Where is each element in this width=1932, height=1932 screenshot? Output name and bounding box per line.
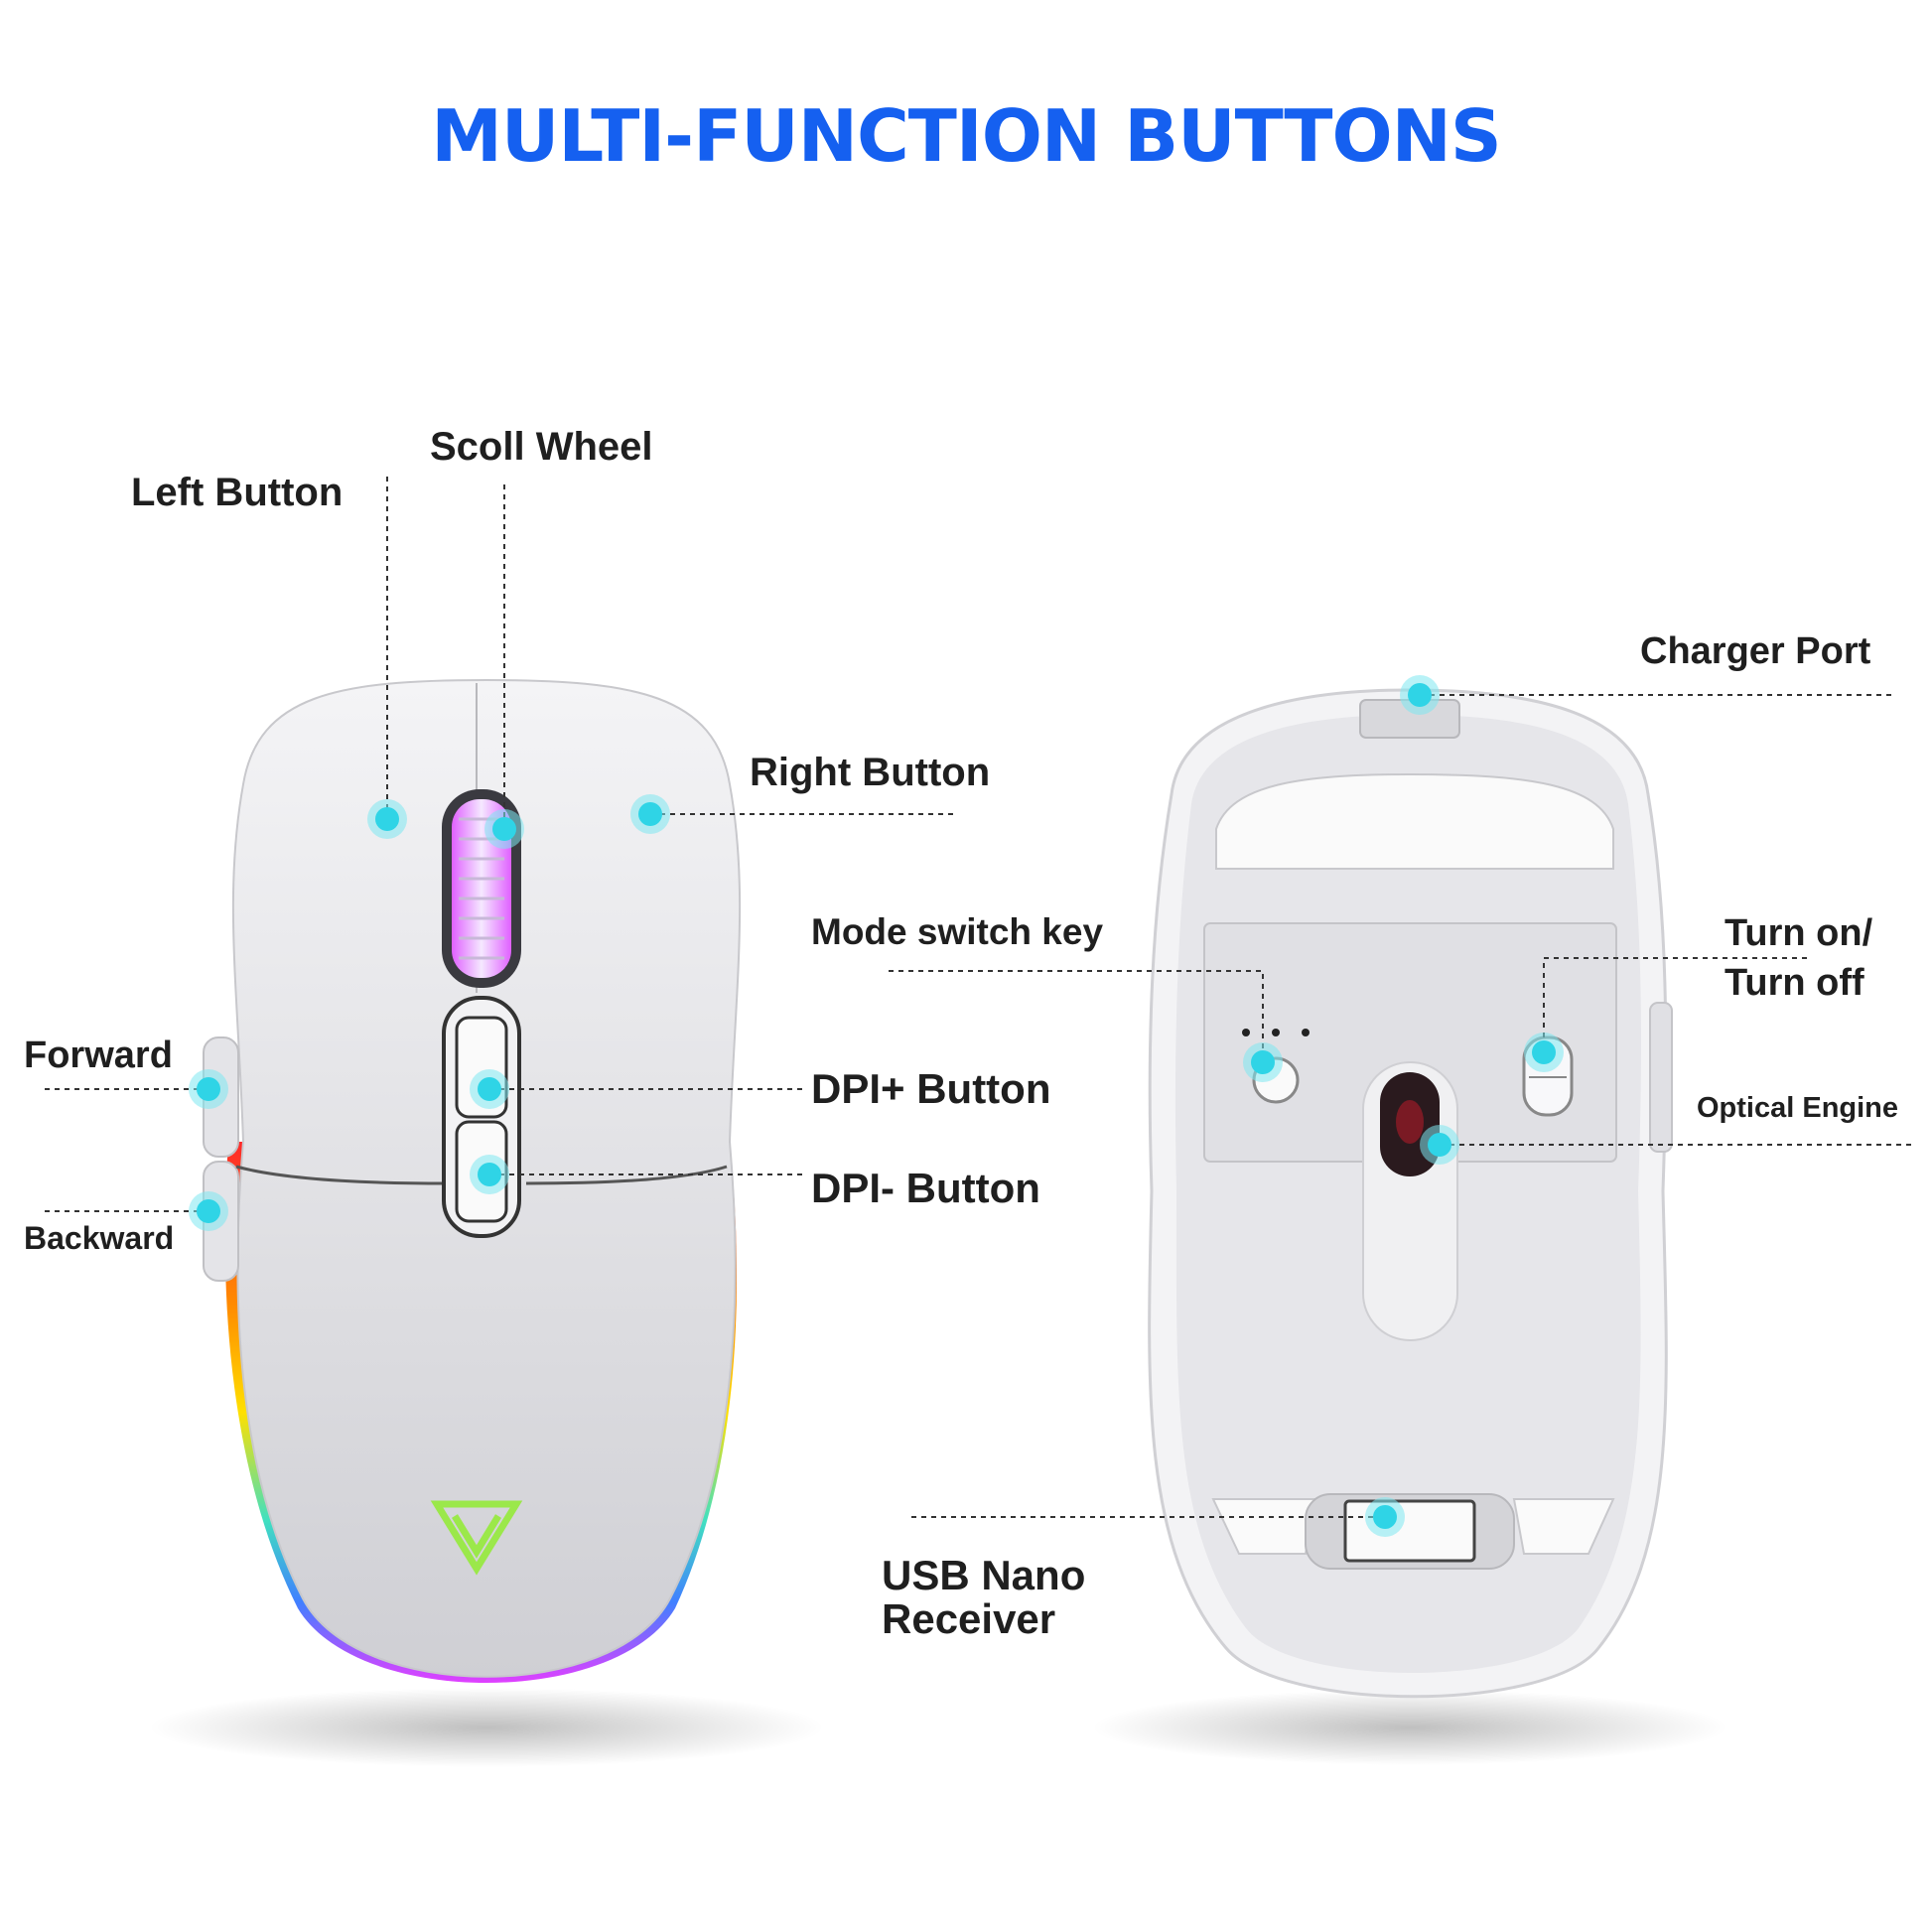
marker-dot-icon — [484, 809, 524, 849]
usb-nano-receiver — [1343, 1499, 1476, 1563]
label-mode-switch-key: Mode switch key — [811, 911, 1104, 952]
label-turn-off: Turn off — [1725, 962, 1864, 1004]
marker-dot-icon — [1400, 675, 1440, 715]
marker-dot-icon — [1365, 1497, 1405, 1537]
label-left-button: Left Button — [131, 471, 344, 514]
label-optical-engine: Optical Engine — [1697, 1092, 1899, 1124]
marker-dot-icon — [1420, 1125, 1459, 1165]
mouse-top-view — [149, 678, 824, 1767]
label-forward: Forward — [24, 1035, 173, 1076]
marker-dot-icon — [367, 799, 407, 839]
label-scroll-wheel: Scoll Wheel — [430, 425, 653, 469]
marker-dots — [189, 675, 1564, 1537]
leader-lines — [45, 477, 1911, 1518]
marker-dot-icon — [189, 1069, 228, 1109]
label-turn-on: Turn on/ — [1725, 912, 1873, 954]
page-title: MULTI-FUNCTION BUTTONS — [431, 94, 1502, 178]
label-backward: Backward — [24, 1220, 175, 1256]
marker-dot-icon — [470, 1069, 509, 1109]
marker-dot-icon — [189, 1191, 228, 1231]
marker-dot-icon — [470, 1155, 509, 1194]
marker-dot-icon — [1524, 1033, 1564, 1072]
brand-logo-icon — [430, 1500, 523, 1576]
marker-dot-icon — [630, 794, 670, 834]
mouse-bottom-view — [1092, 688, 1727, 1765]
label-right-button: Right Button — [750, 751, 991, 794]
marker-dot-icon — [1243, 1042, 1283, 1082]
label-dpi-minus: DPI- Button — [811, 1165, 1040, 1211]
label-dpi-plus: DPI+ Button — [811, 1065, 1051, 1112]
label-receiver: Receiver — [882, 1595, 1056, 1642]
label-charger-port: Charger Port — [1640, 630, 1871, 672]
label-usb-nano: USB Nano — [882, 1552, 1086, 1598]
top-glide-pad — [1215, 772, 1614, 870]
